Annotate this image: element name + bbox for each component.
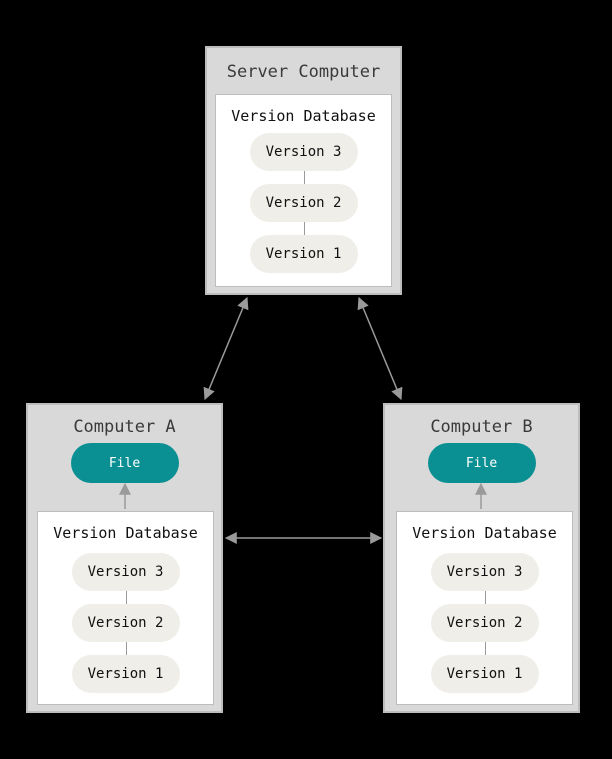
- sync-arrow-server-computer-a: [203, 296, 249, 401]
- computer-b-version-2: Version 2: [430, 604, 539, 642]
- server-computer-title: Server Computer: [226, 62, 381, 82]
- computer-a-file: File: [70, 443, 179, 483]
- server-computer: Server Computer Version Database Version…: [205, 46, 402, 295]
- computer-b-version-3: Version 3: [430, 553, 539, 591]
- computer-a-version-1: Version 1: [71, 655, 180, 693]
- server-connector: [303, 171, 305, 184]
- server-version-database: Version Database Version 3 Version 2 Ver…: [215, 94, 392, 287]
- computer-a-version-2: Version 2: [71, 604, 180, 642]
- server-connector: [303, 222, 305, 235]
- computer-a-version-3: Version 3: [71, 553, 180, 591]
- computer-b-title: Computer B: [430, 417, 533, 437]
- server-version-3: Version 3: [249, 133, 358, 171]
- server-version-1: Version 1: [249, 235, 358, 273]
- computer-b-connector: [484, 642, 486, 655]
- computer-b-version-1: Version 1: [430, 655, 539, 693]
- computer-a-connector: [125, 591, 127, 604]
- server-version-2: Version 2: [249, 184, 358, 222]
- computer-b-database-title: Version Database: [412, 524, 557, 542]
- computer-a-title: Computer A: [73, 417, 176, 437]
- server-database-title: Version Database: [231, 107, 376, 125]
- sync-arrow-server-computer-b: [357, 296, 403, 401]
- computer-b-version-database: Version Database Version 3 Version 2 Ver…: [396, 511, 573, 705]
- computer-a: Computer A File Version Database Version…: [26, 403, 223, 713]
- computer-a-connector: [125, 642, 127, 655]
- computer-b: Computer B File Version Database Version…: [383, 403, 580, 713]
- computer-b-file: File: [427, 443, 536, 483]
- computer-b-connector: [484, 591, 486, 604]
- computer-a-version-database: Version Database Version 3 Version 2 Ver…: [37, 511, 214, 705]
- computer-a-database-title: Version Database: [53, 524, 198, 542]
